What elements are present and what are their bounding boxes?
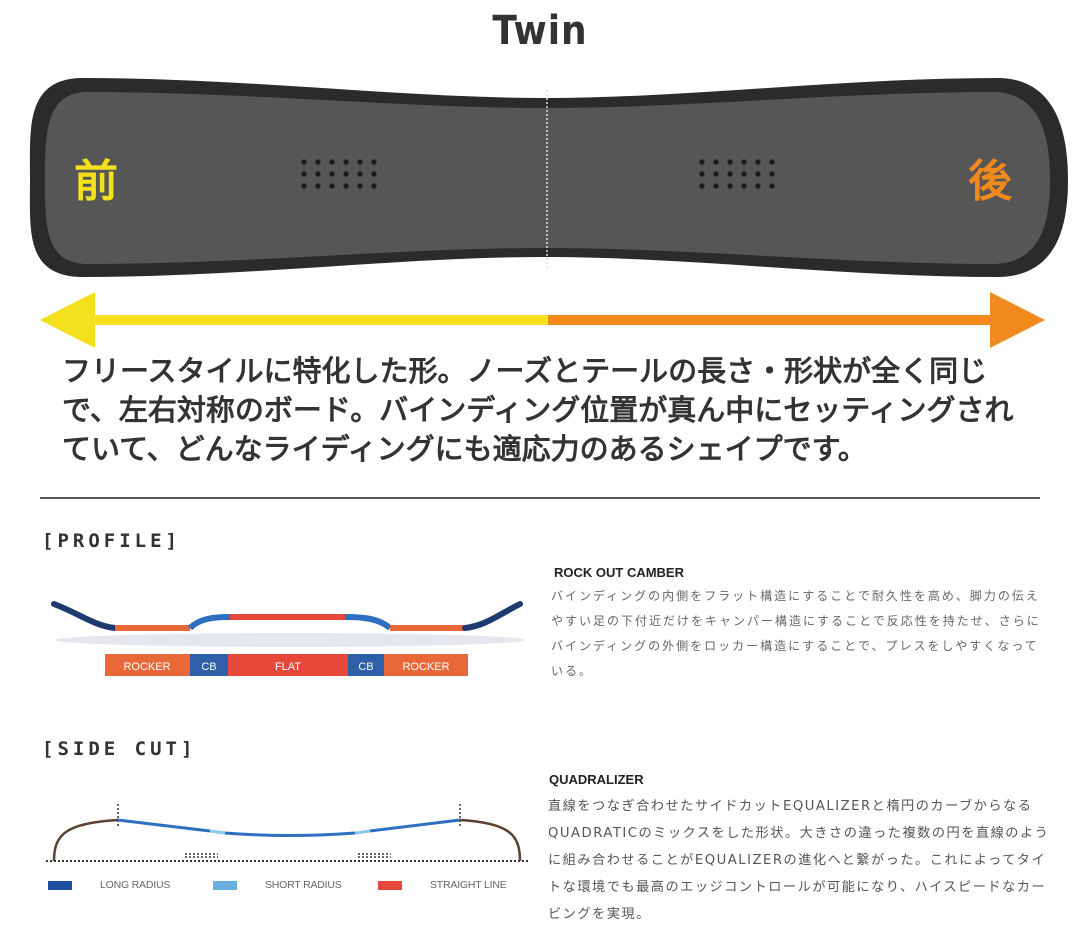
segment-label: CB [201,661,216,673]
front-insert-holes [301,159,377,189]
sidecut-diagram [46,804,528,862]
front-label: 前 [74,156,118,207]
sidecut-title: QUADRALIZER [549,772,644,787]
legend-swatch [378,880,402,890]
profile-section-label: [PROFILE] [42,530,181,552]
shape-description: フリースタイルに特化した形。ノーズとテールの長さ・形状が全く同じで、左右対称のボ… [62,354,1014,466]
page-title: Twin [492,8,588,54]
segment-label: ROCKER [402,661,449,673]
arrow-head-left [40,292,95,348]
legend-item-straight-line: STRAIGHT LINE [378,878,507,892]
legend-label: STRAIGHT LINE [430,879,507,891]
arrow-head-right [990,292,1045,348]
direction-arrow [40,292,1045,348]
segment-label: ROCKER [123,661,170,673]
profile-diagram: ROCKER CB FLAT CB ROCKER [51,601,525,676]
segment-label: FLAT [275,661,301,673]
segment-label: CB [358,661,373,673]
legend-label: SHORT RADIUS [265,879,342,891]
legend-item-short-radius: SHORT RADIUS [213,878,342,892]
sidecut-text: 直線をつなぎ合わせたサイドカットEQUALIZERと楕円のカーブからなるQUAD… [548,799,1050,922]
legend-item-long-radius: LONG RADIUS [48,878,170,892]
rear-insert-holes [699,159,775,189]
divider [40,497,1040,499]
legend-label: LONG RADIUS [100,879,171,891]
legend-swatch [48,880,72,890]
profile-title: ROCK OUT CAMBER [554,565,684,580]
profile-segment-bar: ROCKER CB FLAT CB ROCKER [105,654,468,676]
rear-label: 後 [968,156,1013,207]
profile-text: バインディングの内側をフラット構造にすることで耐久性を高め、脚力の伝えやすい足の… [551,589,1041,678]
snowboard-diagram: 前 後 [29,78,1068,277]
sidecut-section-label: [SIDE CUT] [42,738,197,760]
legend-swatch [213,880,237,890]
